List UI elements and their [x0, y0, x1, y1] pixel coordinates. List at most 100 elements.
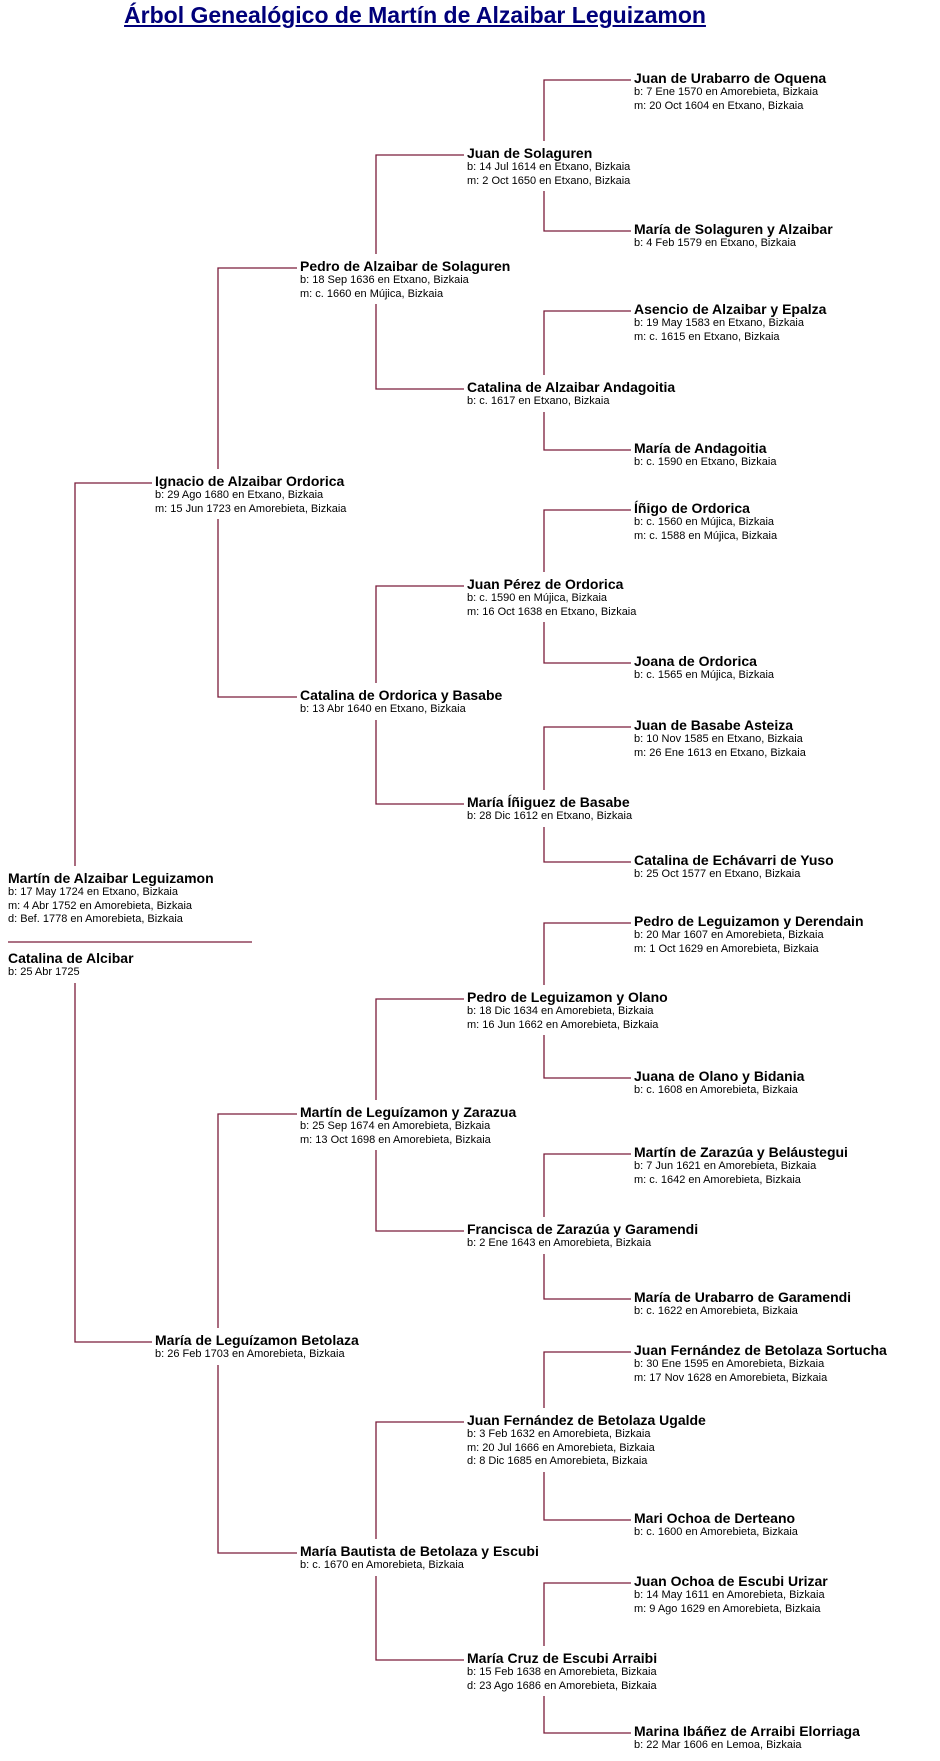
person-name: Juan Ochoa de Escubi Urizar	[634, 1573, 828, 1589]
person-fact: b: c. 1565 en Mújica, Bizkaia	[634, 669, 775, 681]
person-fact: b: 18 Sep 1636 en Etxano, Bizkaia	[300, 274, 469, 286]
person-fact: d: 23 Ago 1686 en Amorebieta, Bizkaia	[467, 1679, 657, 1692]
connector-father	[543, 1153, 631, 1217]
person-fact: m: 16 Oct 1638 en Etxano, Bizkaia	[467, 605, 637, 618]
connector-mother	[543, 1472, 631, 1521]
person-fact: b: 17 May 1724 en Etxano, Bizkaia	[8, 886, 178, 898]
person-fact: b: 25 Abr 1725	[8, 966, 80, 978]
connector-mother	[543, 412, 631, 451]
person-fact: m: 2 Oct 1650 en Etxano, Bizkaia	[467, 174, 631, 187]
person-name: Juan Fernández de Betolaza Sortucha	[634, 1342, 887, 1358]
person-name: María Íñiguez de Basabe	[467, 794, 630, 810]
person-name: María de Solaguren y Alzaibar	[634, 221, 833, 237]
connector-father	[543, 1582, 631, 1646]
person-fact: m: 13 Oct 1698 en Amorebieta, Bizkaia	[300, 1133, 491, 1146]
connector-mother	[543, 1035, 631, 1079]
person-fact: b: 29 Ago 1680 en Etxano, Bizkaia	[155, 489, 324, 501]
person-fact: m: 17 Nov 1628 en Amorebieta, Bizkaia	[634, 1371, 828, 1384]
person-fact: m: 16 Jun 1662 en Amorebieta, Bizkaia	[467, 1018, 659, 1031]
person-name: Juan de Solaguren	[467, 145, 593, 161]
person-fact: m: c. 1615 en Etxano, Bizkaia	[634, 330, 780, 343]
person-fact: b: 30 Ene 1595 en Amorebieta, Bizkaia	[634, 1358, 825, 1370]
person-fact: b: 28 Dic 1612 en Etxano, Bizkaia	[467, 810, 633, 822]
connector-father	[375, 585, 464, 683]
person-fact: b: 10 Nov 1585 en Etxano, Bizkaia	[634, 733, 803, 745]
person-name: María Cruz de Escubi Arraibi	[467, 1650, 658, 1666]
person-fact: m: c. 1660 en Mújica, Bizkaia	[300, 287, 444, 300]
person-fact: m: 15 Jun 1723 en Amorebieta, Bizkaia	[155, 502, 347, 515]
person-fact: b: 18 Dic 1634 en Amorebieta, Bizkaia	[467, 1005, 654, 1017]
connector-father	[543, 509, 631, 572]
connector-mother	[74, 983, 152, 1343]
person-name: Ignacio de Alzaibar Ordorica	[155, 473, 345, 489]
person-name: María de Urabarro de Garamendi	[634, 1289, 852, 1305]
person-fact: b: 7 Ene 1570 en Amorebieta, Bizkaia	[634, 86, 819, 98]
person-name: Martín de Alzaibar Leguizamon	[8, 870, 214, 886]
person-fact: m: c. 1588 en Mújica, Bizkaia	[634, 529, 778, 542]
person-fact: b: 14 Jul 1614 en Etxano, Bizkaia	[467, 161, 631, 173]
person-fact: b: 20 Mar 1607 en Amorebieta, Bizkaia	[634, 929, 824, 941]
connector-father	[543, 922, 631, 985]
person-fact: m: 4 Abr 1752 en Amorebieta, Bizkaia	[8, 899, 193, 912]
person-fact: b: c. 1560 en Mújica, Bizkaia	[634, 516, 775, 528]
connector-mother	[375, 1150, 464, 1232]
connector-mother	[375, 304, 464, 390]
person-name: Pedro de Alzaibar de Solaguren	[300, 258, 511, 274]
person-fact: m: 20 Oct 1604 en Etxano, Bizkaia	[634, 99, 804, 112]
connector-mother	[543, 1254, 631, 1300]
person-fact: b: 19 May 1583 en Etxano, Bizkaia	[634, 317, 804, 329]
person-fact: b: 4 Feb 1579 en Etxano, Bizkaia	[634, 237, 797, 249]
person-fact: b: 14 May 1611 en Amorebieta, Bizkaia	[634, 1589, 825, 1601]
page-title: Árbol Genealógico de Martín de Alzaibar …	[124, 2, 706, 28]
person-name: Marina Ibáñez de Arraibi Elorriaga	[634, 1723, 860, 1739]
person-name: Francisca de Zarazúa y Garamendi	[467, 1221, 699, 1237]
person-fact: b: 26 Feb 1703 en Amorebieta, Bizkaia	[155, 1348, 345, 1360]
person-name: Juana de Olano y Bidania	[634, 1068, 805, 1084]
person-name: Catalina de Alcibar	[8, 950, 134, 966]
person-name: Mari Ochoa de Derteano	[634, 1510, 796, 1526]
person-fact: b: c. 1608 en Amorebieta, Bizkaia	[634, 1084, 798, 1096]
person-fact: b: 25 Sep 1674 en Amorebieta, Bizkaia	[300, 1120, 491, 1132]
person-name: Catalina de Echávarri de Yuso	[634, 852, 834, 868]
person-name: Juan Fernández de Betolaza Ugalde	[467, 1412, 706, 1428]
person-fact: b: c. 1670 en Amorebieta, Bizkaia	[300, 1559, 464, 1571]
person-fact: b: c. 1590 en Mújica, Bizkaia	[467, 592, 608, 604]
connector-father	[375, 154, 464, 254]
connector-father	[543, 1351, 631, 1408]
connector-father	[217, 267, 297, 469]
person-name: Juan Pérez de Ordorica	[467, 576, 624, 592]
person-fact: b: c. 1617 en Etxano, Bizkaia	[467, 395, 610, 407]
connector-mother	[543, 1696, 631, 1734]
person-fact: b: c. 1622 en Amorebieta, Bizkaia	[634, 1305, 798, 1317]
person-fact: m: 26 Ene 1613 en Etxano, Bizkaia	[634, 746, 806, 759]
person-fact: b: 3 Feb 1632 en Amorebieta, Bizkaia	[467, 1428, 651, 1440]
person-fact: d: 8 Dic 1685 en Amorebieta, Bizkaia	[467, 1455, 648, 1467]
connector-father	[375, 998, 464, 1100]
person-fact: m: c. 1642 en Amorebieta, Bizkaia	[634, 1173, 801, 1186]
person-name: Asencio de Alzaibar y Epalza	[634, 301, 827, 317]
